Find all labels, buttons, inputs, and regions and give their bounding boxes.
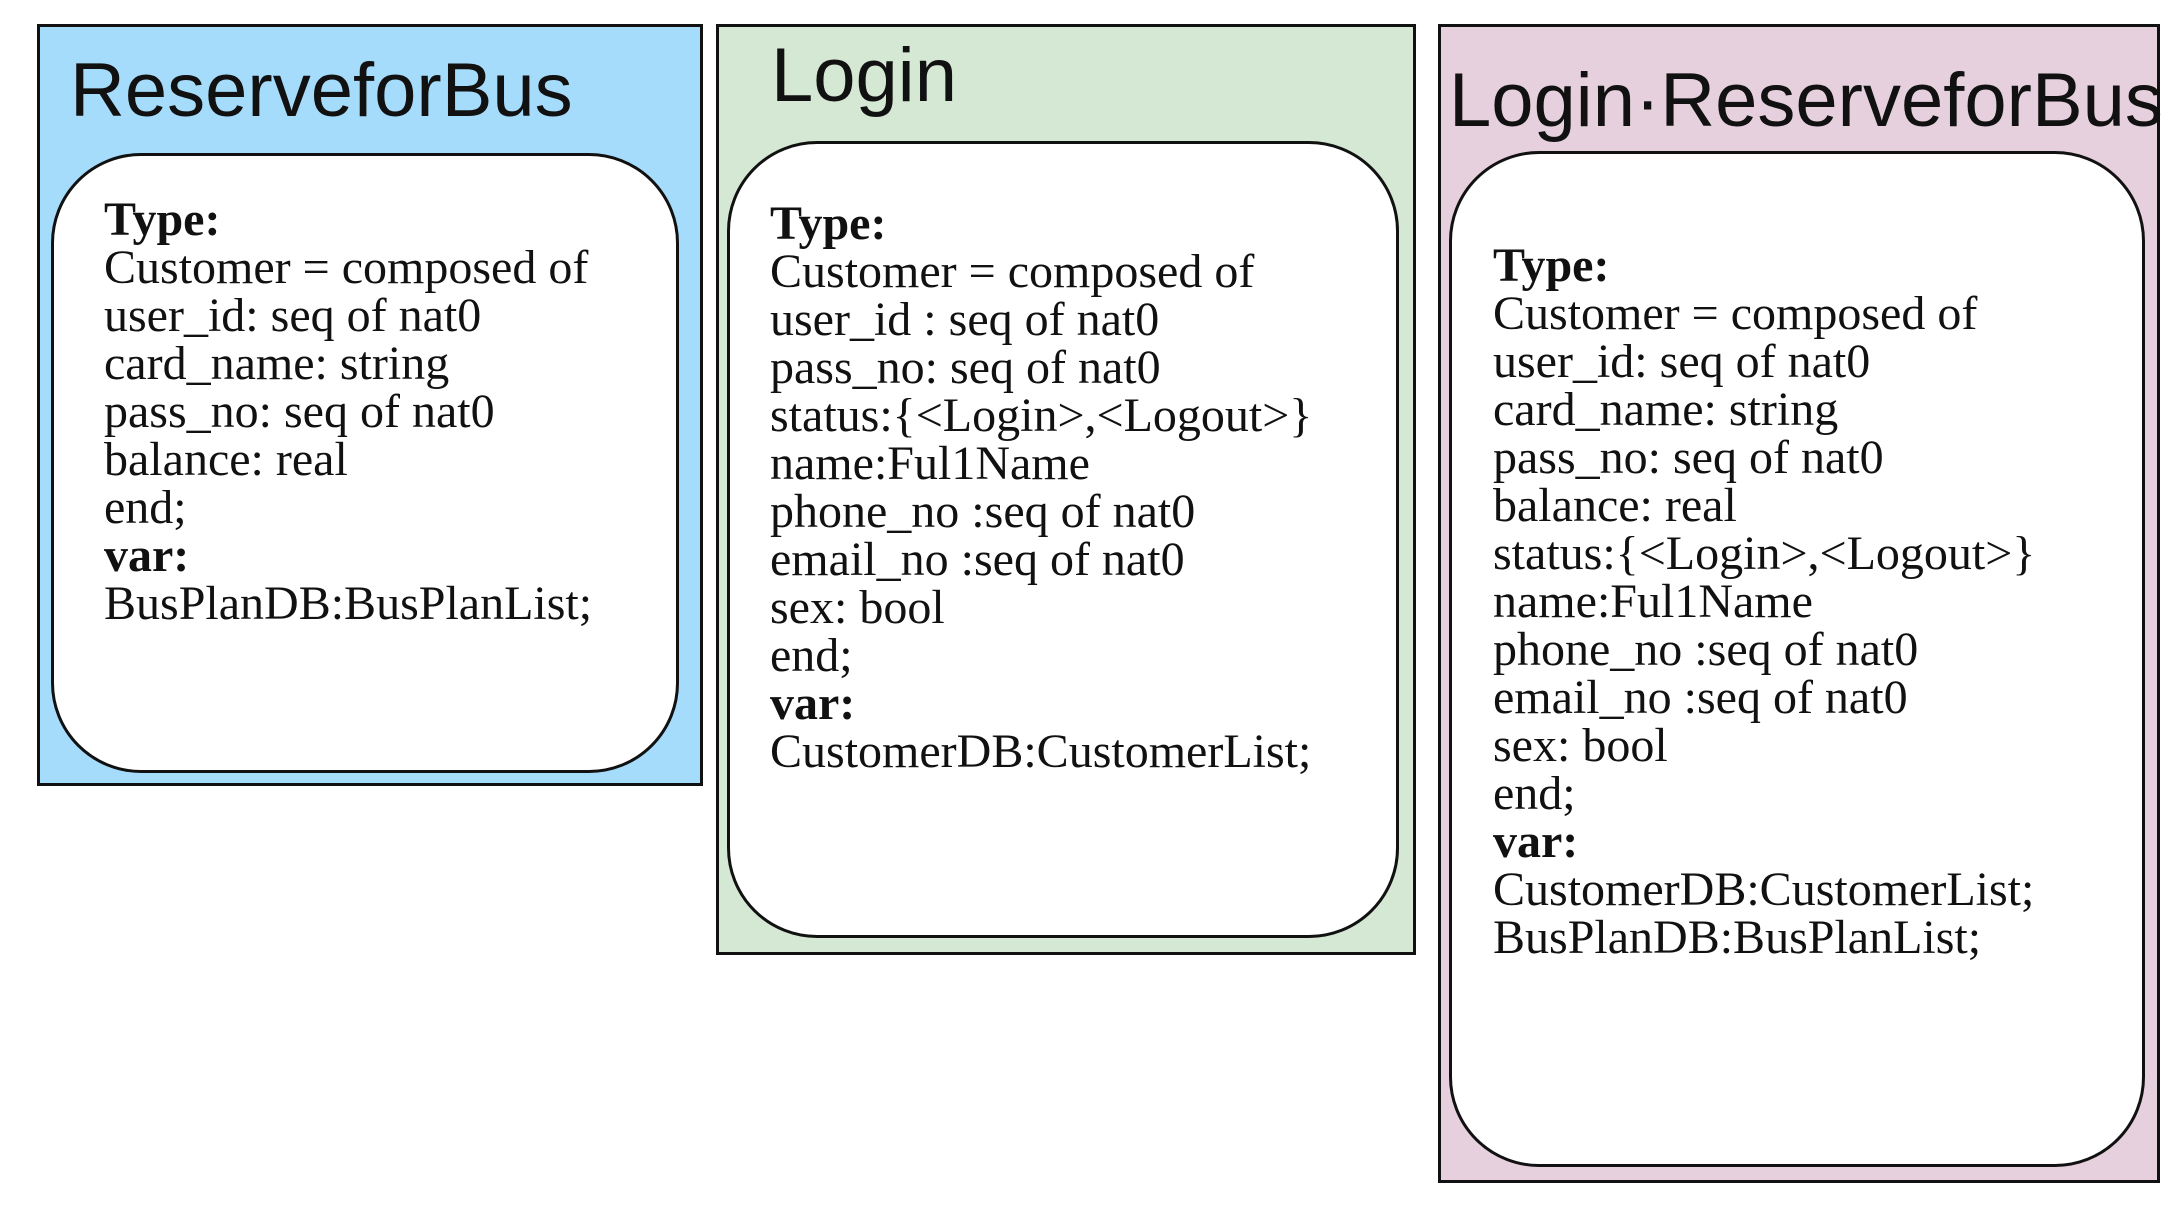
schema-text: Type: Customer = composed of user_id : s… [770,193,1313,778]
type-line: end; [104,481,187,534]
type-line: card_name: string [104,337,450,390]
panel-login-reserveforbus: Login·ReserveforBus Type: Customer = com… [1438,24,2163,1183]
var-heading: var: [104,529,190,582]
type-line: email_no :seq of nat0 [1493,671,1908,724]
panel-reserveforbus: ReserveforBus Type: Customer = composed … [37,24,703,786]
panel-title: Login [771,33,957,118]
type-line: card_name: string [1493,383,1839,436]
type-heading: Type: [1493,239,1610,292]
var-line: CustomerDB:CustomerList; [770,725,1312,778]
type-line: email_no :seq of nat0 [770,533,1185,586]
type-heading: Type: [104,193,221,246]
var-heading: var: [1493,815,1579,868]
panel-title: Login·ReserveforBus [1449,58,2163,143]
type-line: pass_no: seq of nat0 [770,341,1161,394]
type-line: status:{<Login>,<Logout>} [1493,527,2036,580]
var-line: BusPlanDB:BusPlanList; [1493,911,1982,964]
type-heading: Type: [770,197,887,250]
type-line: end; [770,629,853,682]
type-line: end; [1493,767,1576,820]
var-heading: var: [770,677,856,730]
type-line: status:{<Login>,<Logout>} [770,389,1313,442]
schema-card [51,153,679,773]
type-line: pass_no: seq of nat0 [104,385,495,438]
type-line: Customer = composed of [104,241,589,294]
var-line: BusPlanDB:BusPlanList; [104,577,593,630]
type-line: Customer = composed of [770,245,1255,298]
schema-text: Type: Customer = composed of user_id: se… [104,189,593,630]
type-line: phone_no :seq of nat0 [1493,623,1919,676]
schema-card [1449,151,2145,1167]
panel-login: Login Type: Customer = composed of user_… [716,24,1416,955]
schema-text: Type: Customer = composed of user_id: se… [1493,235,2036,964]
type-line: pass_no: seq of nat0 [1493,431,1884,484]
panel-title: ReserveforBus [70,48,573,133]
type-line: phone_no :seq of nat0 [770,485,1196,538]
schema-card [727,141,1399,938]
type-line: Customer = composed of [1493,287,1978,340]
var-line: CustomerDB:CustomerList; [1493,863,2035,916]
